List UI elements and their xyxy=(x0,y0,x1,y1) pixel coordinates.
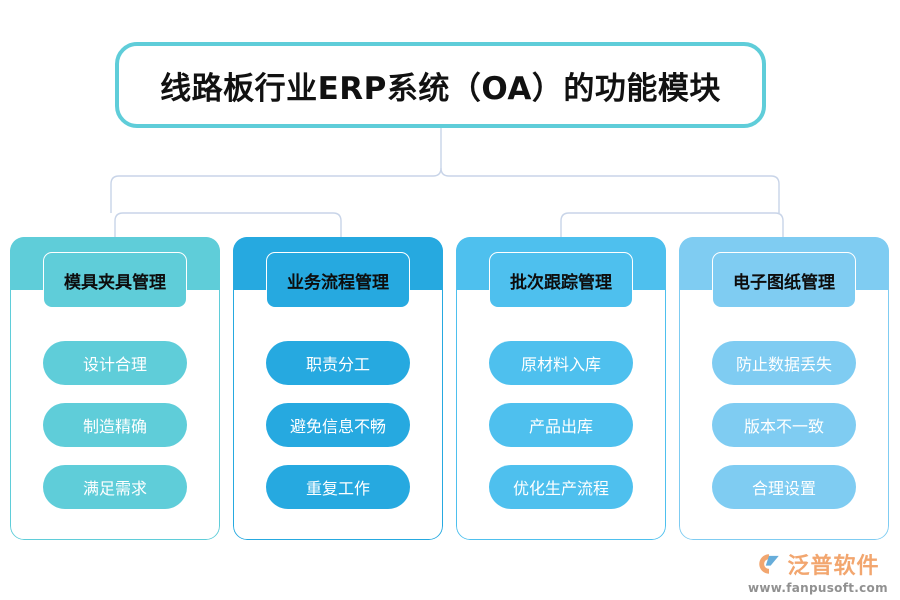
connector-group xyxy=(110,128,784,237)
list-item[interactable]: 防止数据丢失 xyxy=(712,341,856,385)
card-title-box: 电子图纸管理 xyxy=(712,252,856,308)
card-item-list: 防止数据丢失 版本不一致 合理设置 xyxy=(679,341,889,509)
connector-right-main xyxy=(440,167,780,213)
card-header-label: 电子图纸管理 xyxy=(733,272,835,293)
module-card-electronic-drawing[interactable]: 电子图纸管理 防止数据丢失 版本不一致 合理设置 xyxy=(679,237,889,540)
card-item-list: 设计合理 制造精确 满足需求 xyxy=(10,341,220,509)
list-item[interactable]: 设计合理 xyxy=(43,341,187,385)
module-card-mold-fixture[interactable]: 模具夹具管理 设计合理 制造精确 满足需求 xyxy=(10,237,220,540)
list-item-label: 避免信息不畅 xyxy=(289,417,386,436)
watermark-row: 泛普软件 xyxy=(756,548,879,580)
diagram-title-box: 线路板行业ERP系统（OA）的功能模块 xyxy=(115,42,766,128)
list-item-label: 满足需求 xyxy=(82,479,147,498)
list-item-label: 重复工作 xyxy=(305,479,370,498)
list-item[interactable]: 避免信息不畅 xyxy=(266,403,410,447)
list-item-label: 原材料入库 xyxy=(520,355,601,374)
list-item[interactable]: 版本不一致 xyxy=(712,403,856,447)
list-item-label: 防止数据丢失 xyxy=(735,355,832,374)
list-item[interactable]: 产品出库 xyxy=(489,403,633,447)
list-item[interactable]: 满足需求 xyxy=(43,465,187,509)
card-item-list: 职责分工 避免信息不畅 重复工作 xyxy=(233,341,443,509)
list-item[interactable]: 重复工作 xyxy=(266,465,410,509)
card-header-label: 模具夹具管理 xyxy=(64,272,166,293)
connector-left-branch xyxy=(114,212,342,237)
connector-left-main xyxy=(110,167,442,213)
list-item-label: 制造精确 xyxy=(82,417,147,436)
list-item[interactable]: 制造精确 xyxy=(43,403,187,447)
list-item[interactable]: 合理设置 xyxy=(712,465,856,509)
card-header-label: 业务流程管理 xyxy=(287,272,389,293)
watermark-brand: 泛普软件 xyxy=(787,554,880,579)
watermark: 泛普软件 www.fanpusoft.com xyxy=(748,548,888,595)
list-item-label: 合理设置 xyxy=(751,479,816,498)
list-item-label: 优化生产流程 xyxy=(512,479,609,498)
card-header-label: 批次跟踪管理 xyxy=(510,272,612,293)
list-item-label: 设计合理 xyxy=(82,355,147,374)
list-item[interactable]: 职责分工 xyxy=(266,341,410,385)
module-card-batch-tracking[interactable]: 批次跟踪管理 原材料入库 产品出库 优化生产流程 xyxy=(456,237,666,540)
card-item-list: 原材料入库 产品出库 优化生产流程 xyxy=(456,341,666,509)
list-item-label: 版本不一致 xyxy=(743,417,824,436)
fanpu-logo-icon xyxy=(759,554,780,574)
page-title: 线路板行业ERP系统（OA）的功能模块 xyxy=(160,70,721,107)
connector-right-branch xyxy=(560,212,784,237)
list-item-label: 职责分工 xyxy=(305,355,370,374)
card-title-box: 模具夹具管理 xyxy=(43,252,187,308)
list-item[interactable]: 原材料入库 xyxy=(489,341,633,385)
card-title-box: 批次跟踪管理 xyxy=(489,252,633,308)
card-title-box: 业务流程管理 xyxy=(266,252,410,308)
watermark-url: www.fanpusoft.com xyxy=(748,581,888,595)
list-item-label: 产品出库 xyxy=(528,417,593,436)
module-card-business-process[interactable]: 业务流程管理 职责分工 避免信息不畅 重复工作 xyxy=(233,237,443,540)
list-item[interactable]: 优化生产流程 xyxy=(489,465,633,509)
